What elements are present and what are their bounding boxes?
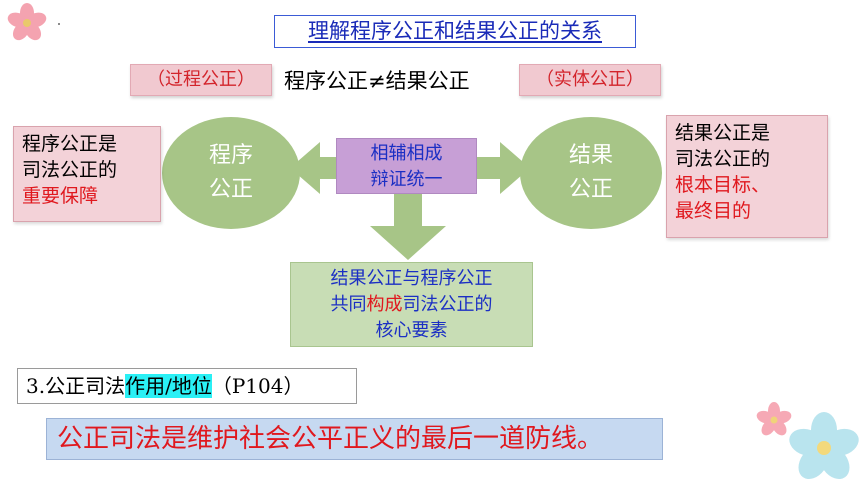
right-box-line3: 根本目标、 bbox=[675, 174, 771, 196]
core-elements-box: 结果公正与程序公正 共同构成司法公正的 核心要素 bbox=[290, 262, 533, 347]
flower-bottom-right-icon bbox=[756, 402, 859, 480]
substantive-justice-tag: （实体公正） bbox=[519, 64, 661, 96]
result-goal-box: 结果公正是 司法公正的 根本目标、 最终目的 bbox=[666, 115, 828, 238]
procedural-guarantee-box: 程序公正是 司法公正的 重要保障 bbox=[13, 126, 161, 222]
bottom-line3: 核心要素 bbox=[375, 320, 448, 341]
bottom-line2-b: 司法公正的 bbox=[402, 294, 493, 315]
process-justice-tag: （过程公正） bbox=[130, 64, 272, 96]
procedural-justice-ellipse: 程序 公正 bbox=[162, 117, 300, 229]
left-box-line3: 重要保障 bbox=[22, 185, 99, 207]
bottom-line2: 共同构成司法公正的 bbox=[291, 292, 532, 318]
center-line2: 辩证统一 bbox=[370, 169, 443, 190]
bottom-line2-a: 共同 bbox=[330, 294, 367, 315]
neq-statement: 程序公正≠结果公正 bbox=[284, 69, 470, 93]
decorative-dot bbox=[58, 23, 60, 25]
right-box-line2: 司法公正的 bbox=[675, 148, 771, 170]
down-arrow-icon bbox=[370, 194, 446, 260]
bottom-line2-red: 构成 bbox=[366, 294, 403, 315]
page-title: 理解程序公正和结果公正的关系 bbox=[274, 15, 636, 48]
conclusion-banner: 公正司法是维护社会公平正义的最后一道防线。 bbox=[46, 418, 663, 460]
section-prefix: 3.公正司法 bbox=[26, 374, 126, 398]
section-heading: 3.公正司法作用/地位（P104） bbox=[17, 368, 357, 404]
ellipse-left-line1: 程序 bbox=[208, 143, 253, 168]
center-line1: 相辅相成 bbox=[370, 143, 443, 164]
right-box-line4: 最终目的 bbox=[675, 200, 752, 222]
left-box-line2: 司法公正的 bbox=[22, 159, 118, 181]
ellipse-right-line1: 结果 bbox=[568, 143, 613, 168]
section-highlight: 作用/地位 bbox=[125, 374, 212, 398]
section-suffix: （P104） bbox=[211, 374, 304, 398]
result-justice-ellipse: 结果 公正 bbox=[520, 117, 662, 229]
complement-box: 相辅相成 辩证统一 bbox=[336, 138, 477, 194]
right-box-line1: 结果公正是 bbox=[675, 122, 771, 144]
flower-top-left-icon bbox=[7, 3, 47, 41]
left-box-line1: 程序公正是 bbox=[22, 133, 118, 155]
ellipse-left-line2: 公正 bbox=[208, 177, 253, 202]
bottom-line1: 结果公正与程序公正 bbox=[330, 268, 493, 289]
ellipse-right-line2: 公正 bbox=[568, 177, 613, 202]
